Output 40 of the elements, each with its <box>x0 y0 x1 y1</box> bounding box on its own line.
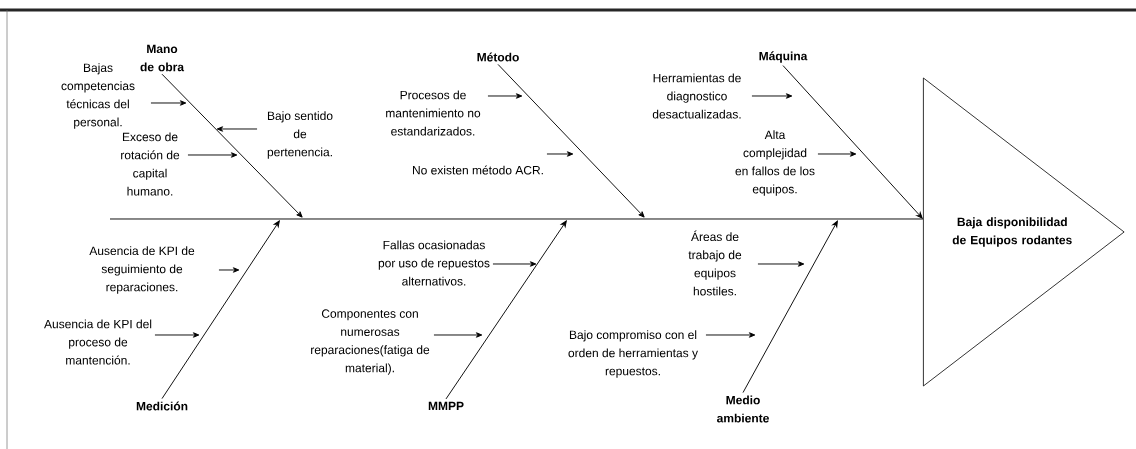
cause-text: No existen método ACR. <box>413 165 543 175</box>
arrow <box>705 332 756 338</box>
category-label: Medio ambiente <box>717 395 769 423</box>
category-label: MMPP <box>428 401 464 411</box>
cause-text: Bajo sentido de pertenencia. <box>267 111 333 159</box>
arrow <box>817 151 857 157</box>
arrow <box>150 100 187 106</box>
cause-text: Componentes con numerosas reparaciones(fatiga de material). <box>311 309 430 375</box>
arrow <box>216 126 258 132</box>
cause-text: Ausencia de KPI de seguimiento de reparaciones. <box>89 246 195 294</box>
cause-text: Herramientas de diagnostico desactualizadas. <box>652 73 741 119</box>
cause-text: Alta complejidad en fallos de los equipos. <box>735 130 815 196</box>
arrow <box>187 152 238 158</box>
cause-text: Bajas competencias técnicas del personal. <box>61 63 135 129</box>
category-label: Mano de obra <box>140 44 185 72</box>
cause-text: Procesos de mantenimiento no estandarizados. <box>386 90 481 136</box>
arrow <box>497 63 645 218</box>
category-label: Medición <box>136 401 188 411</box>
cause-text: Fallas ocasionadas por uso de repuestos alternativos. <box>378 240 490 286</box>
cause-text: Exceso de rotación de capital humano. <box>121 132 180 196</box>
head-triangle: Baja disponibilidad de Equipos rodantes <box>923 77 1125 387</box>
arrow <box>445 220 567 400</box>
arrow <box>218 267 240 273</box>
category-label: Máquina <box>759 51 808 63</box>
arrow <box>161 220 280 400</box>
arrow <box>751 93 793 99</box>
category-label: Método <box>477 52 519 62</box>
arrow <box>546 151 574 157</box>
spine-line <box>109 218 924 220</box>
arrow <box>154 332 200 338</box>
arrow <box>757 261 805 267</box>
arrow <box>782 65 923 219</box>
arrow <box>433 332 483 338</box>
cause-text: Ausencia de KPI del proceso de mantención. <box>44 319 152 365</box>
arrow <box>161 73 303 218</box>
arrow <box>492 261 537 267</box>
cause-text: Bajo compromiso con el orden de herramientas y repuestos. <box>568 330 698 378</box>
arrow <box>487 93 523 99</box>
cause-text: Áreas de trabajo de equipos hostiles. <box>688 230 742 296</box>
arrow <box>742 220 838 394</box>
